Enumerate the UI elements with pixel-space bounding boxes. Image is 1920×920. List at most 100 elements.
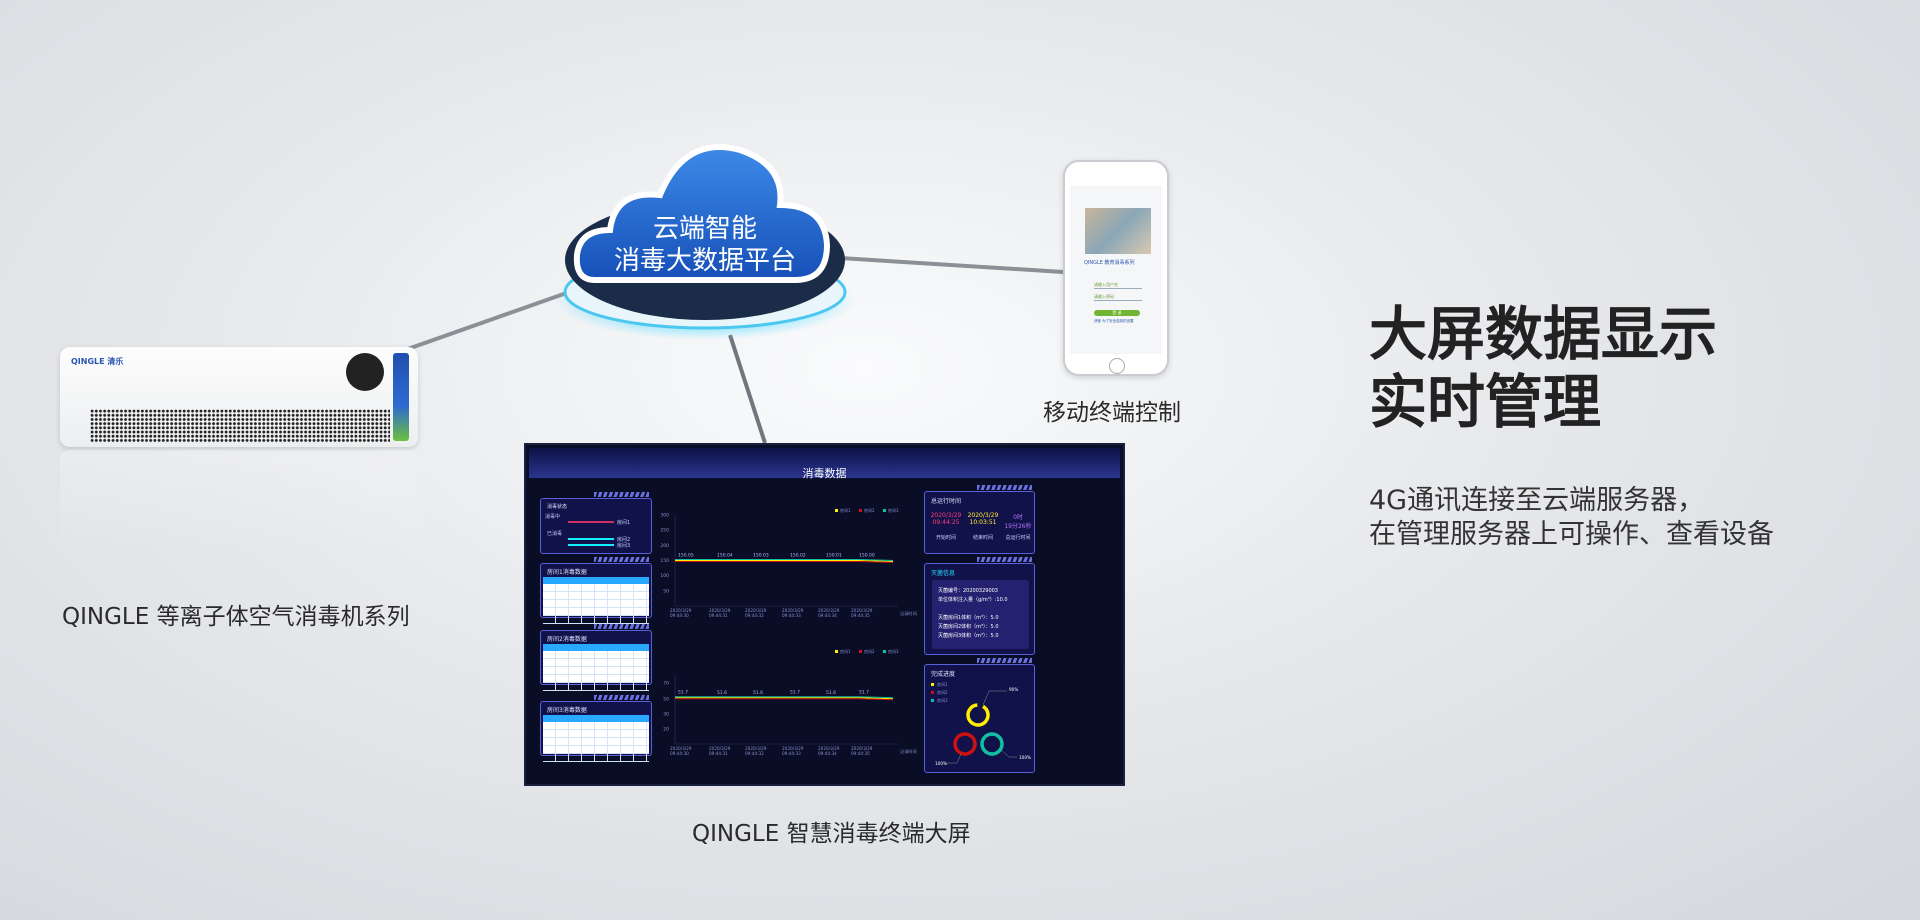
device-grille bbox=[90, 409, 390, 443]
y-tick-label: 250 bbox=[660, 528, 669, 534]
y-tick-label: 30 bbox=[663, 712, 669, 718]
legend-label: 房间2 bbox=[937, 689, 948, 695]
data-label: 150.05 bbox=[678, 552, 694, 558]
y-tick-label: 50 bbox=[663, 697, 669, 703]
data-label: 150.01 bbox=[826, 552, 842, 558]
series-line bbox=[675, 697, 894, 700]
legend-swatch bbox=[835, 650, 838, 653]
cloud-platform: 云端智能 消毒大数据平台 bbox=[555, 120, 855, 350]
device-knob bbox=[346, 353, 384, 391]
x-tick-date: 2020/3/29 bbox=[709, 608, 731, 613]
legend-swatch bbox=[883, 509, 886, 512]
x-tick-date: 2020/3/29 bbox=[709, 746, 731, 751]
y-tick-label: 100 bbox=[660, 573, 669, 579]
data-label: 51.6 bbox=[717, 690, 727, 696]
y-tick-label: 70 bbox=[663, 681, 669, 687]
y-tick-label: 20 bbox=[663, 727, 669, 733]
leader-line bbox=[982, 690, 1007, 706]
phone-banner-photo bbox=[1085, 208, 1151, 254]
subtext-line2: 在管理服务器上可操作、查看设备 bbox=[1369, 519, 1774, 550]
x-tick-time: 09:44:31 bbox=[709, 613, 728, 618]
legend-label: 房间3 bbox=[937, 697, 948, 703]
headline-line1: 大屏数据显示 bbox=[1369, 300, 1718, 368]
legend-swatch bbox=[931, 683, 934, 686]
phone-screen: QINGLE 教育消毒系列 请输入用户名 请输入密码 登 录 请使 为了安全选择… bbox=[1070, 186, 1162, 354]
data-label: 150.04 bbox=[717, 552, 733, 558]
room3-table-panel: 房间3消毒数据 bbox=[540, 695, 652, 762]
data-label: 51.6 bbox=[753, 690, 763, 696]
phone-caption: 移动终端控制 bbox=[1043, 400, 1181, 426]
data-label: 150.02 bbox=[790, 552, 806, 558]
legend-label: 房间3 bbox=[888, 648, 899, 654]
series-line bbox=[675, 560, 894, 563]
legend-label: 房间3 bbox=[888, 507, 899, 513]
x-axis-label: 记录时间 bbox=[900, 748, 917, 755]
platform-title-line1: 云端智能 bbox=[652, 214, 757, 244]
device-logo: QINGLE 清乐 bbox=[71, 357, 124, 366]
login-button[interactable]: 登 录 bbox=[1094, 310, 1140, 316]
data-table bbox=[543, 577, 649, 624]
legend-label: 房间2 bbox=[864, 507, 875, 513]
progress-title: 完成进度 bbox=[931, 671, 956, 678]
x-tick-date: 2020/3/29 bbox=[818, 608, 840, 613]
table-title: 房间1消毒数据 bbox=[547, 569, 587, 576]
x-tick-time: 09:44:32 bbox=[745, 613, 764, 618]
status-panel: 消毒状态 消毒中 已消毒 房间1 房间2 房间3 bbox=[540, 492, 652, 554]
progress-label: 90% bbox=[1009, 687, 1018, 692]
data-label: 51.7 bbox=[678, 690, 688, 696]
phone-hint: 请使 为了安全选择的设置 bbox=[1094, 319, 1134, 323]
data-label: 150.03 bbox=[753, 552, 769, 558]
x-tick-date: 2020/3/29 bbox=[851, 746, 873, 751]
air-disinfector-device: QINGLE 清乐 bbox=[60, 347, 418, 447]
room1-table-panel: 房间1消毒数据 bbox=[540, 557, 652, 624]
legend-swatch bbox=[931, 699, 934, 702]
password-field[interactable]: 请输入密码 bbox=[1094, 294, 1142, 301]
series-line bbox=[675, 698, 894, 701]
subtext: 4G通讯连接至云端服务器， 在管理服务器上可操作、查看设备 bbox=[1369, 484, 1774, 552]
leader-line bbox=[945, 753, 962, 764]
screen-caption: QINGLE 智慧消毒终端大屏 bbox=[692, 821, 971, 847]
username-field[interactable]: 请输入用户名 bbox=[1094, 282, 1142, 289]
table-title: 房间3消毒数据 bbox=[547, 707, 587, 714]
legend-swatch bbox=[859, 650, 862, 653]
x-tick-date: 2020/3/29 bbox=[782, 608, 804, 613]
x-tick-time: 09:44:32 bbox=[745, 751, 764, 756]
cloud-icon bbox=[555, 144, 855, 340]
legend-swatch bbox=[859, 509, 862, 512]
status-room2: 房间2 bbox=[617, 537, 631, 543]
phone-brand: QINGLE 教育消毒系列 bbox=[1084, 260, 1135, 266]
x-tick-date: 2020/3/29 bbox=[745, 746, 767, 751]
headline: 大屏数据显示 实时管理 bbox=[1369, 300, 1717, 436]
y-tick-label: 300 bbox=[660, 513, 669, 519]
status-title: 消毒状态 bbox=[547, 504, 568, 510]
y-tick-label: 50 bbox=[663, 588, 669, 594]
series-line bbox=[675, 696, 894, 699]
data-label: 51.7 bbox=[790, 690, 800, 696]
legend-label: 房间1 bbox=[840, 648, 851, 654]
x-tick-time: 09:44:31 bbox=[709, 751, 728, 756]
device-caption: QINGLE 等离子体空气消毒机系列 bbox=[62, 604, 410, 630]
dashboard-header bbox=[529, 448, 1120, 478]
status-in-progress: 消毒中 bbox=[545, 514, 561, 520]
x-tick-date: 2020/3/29 bbox=[670, 608, 692, 613]
x-tick-time: 09:44:33 bbox=[782, 613, 801, 618]
x-tick-date: 2020/3/29 bbox=[851, 608, 873, 613]
x-axis-label: 记录时间 bbox=[900, 610, 917, 617]
